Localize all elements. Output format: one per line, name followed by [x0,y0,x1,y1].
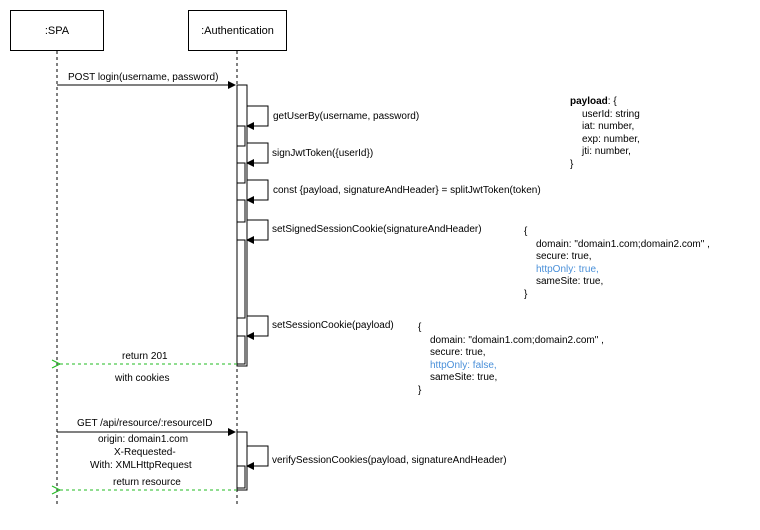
session-cookie-domain: domain: "domain1.com;domain2.com" , [430,334,604,346]
return-201-label: return 201 [122,351,168,362]
getuser-label: getUserBy(username, password) [273,111,420,122]
getuser-self-arrow [246,105,269,130]
payload-note-line: iat: number, [582,121,635,132]
x-requested-label-2: With: XMLHttpRequest [90,460,192,471]
session-cookie-secure: secure: true, [430,347,486,358]
with-cookies-label: with cookies [115,373,170,384]
session-cookie-httponly: httpOnly: false, [430,359,497,371]
sign-self-arrow [246,142,269,167]
payload-note-line: userId: string [582,108,640,120]
signed-cookie-samesite: sameSite: true, [536,276,604,287]
session-cookie-options-note: { domain: "domain1.com;domain2.com" , se… [418,322,604,397]
signed-cookie-secure: secure: true, [536,251,592,262]
origin-label: origin: domain1.com [98,434,189,445]
session-cookie-open: { [418,322,422,333]
signed-cookie-close: } [524,288,528,300]
verify-self-arrow [246,445,269,470]
payload-note-close: } [570,158,574,170]
auth-activation-split [236,199,246,223]
x-requested-label-1: X-Requested- [114,447,176,458]
split-self-arrow [246,179,269,204]
signed-cookie-httponly: httpOnly: true, [536,263,599,275]
signjwt-label: signJwtToken({userId}) [272,148,374,159]
auth-activation-setsession [236,335,246,365]
auth-participant: :Authentication [188,10,287,51]
splitjwt-label: const {payload, signatureAndHeader} = sp… [273,185,541,196]
auth-participant-label: :Authentication [201,24,274,37]
spa-participant: :SPA [10,10,104,51]
payload-note: payload: { userId: string iat: number, e… [570,96,640,171]
session-cookie-close: } [418,384,422,396]
setsigned-self-arrow [246,219,269,244]
setsession-label: setSessionCookie(payload) [272,320,394,331]
get-resource-label: GET /api/resource/:resourceID [77,418,213,429]
post-login-label: POST login(username, password) [68,72,219,83]
auth-activation-sign [236,162,246,184]
signed-cookie-open: { [524,226,528,237]
auth-activation-getuser [236,125,246,147]
setsession-self-arrow [246,315,269,340]
spa-participant-label: :SPA [44,24,70,37]
setsigned-label: setSignedSessionCookie(signatureAndHeade… [272,224,482,235]
payload-note-line: jti: number, [582,146,631,157]
auth-activation-get [236,431,248,491]
session-cookie-samesite: sameSite: true, [430,372,498,383]
auth-activation-verify [236,465,246,489]
return-resource-label: return resource [113,477,181,488]
signed-cookie-options-note: { domain: "domain1.com;domain2.com" , se… [524,226,710,301]
payload-note-open: : { [607,96,617,107]
auth-activation-main [236,84,248,367]
signed-cookie-domain: domain: "domain1.com;domain2.com" , [536,238,710,250]
payload-note-line: exp: number, [582,133,640,145]
auth-activation-setsigned [236,239,246,319]
verify-label: verifySessionCookies(payload, signatureA… [272,455,507,466]
payload-note-title: payload [570,96,608,107]
